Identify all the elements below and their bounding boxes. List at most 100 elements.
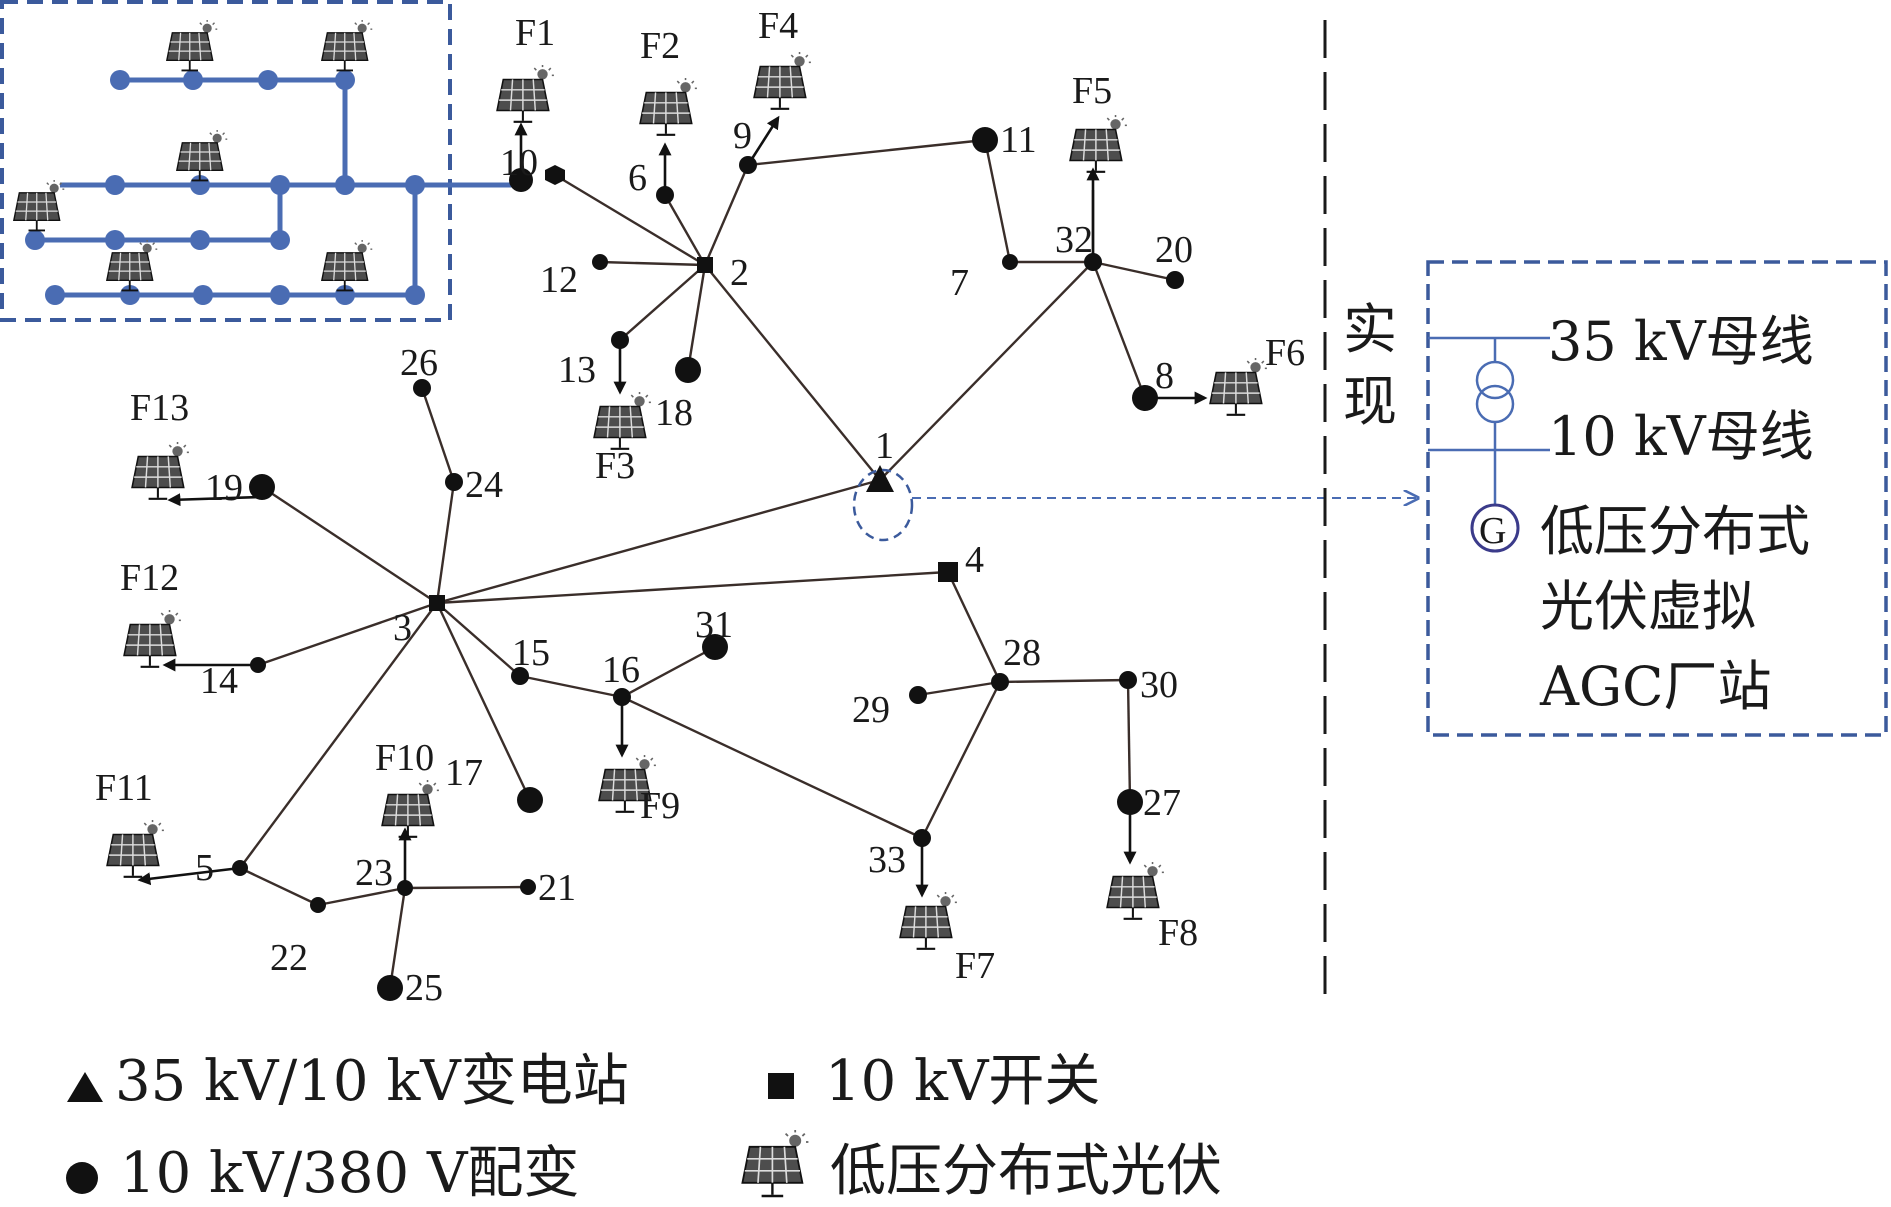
node-label: 8 bbox=[1155, 355, 1174, 397]
node-label: 19 bbox=[205, 467, 243, 509]
node-label: 14 bbox=[200, 660, 238, 702]
node-5 bbox=[232, 860, 248, 876]
pv-label: F2 bbox=[640, 25, 680, 67]
pv-F8-icon bbox=[1106, 862, 1165, 920]
node-label: 13 bbox=[558, 349, 596, 391]
pv-F5-icon bbox=[1069, 115, 1128, 173]
switch-node-10b bbox=[545, 165, 565, 185]
node-label: 33 bbox=[868, 839, 906, 881]
generator-symbol bbox=[1470, 503, 1520, 553]
pv-label: F9 bbox=[640, 785, 680, 827]
node-label: 6 bbox=[628, 157, 647, 199]
nodes bbox=[232, 127, 1184, 1001]
legend-switch-label: 10 kV开关 bbox=[825, 1049, 1100, 1114]
legend-switch-symbol bbox=[768, 1073, 794, 1099]
transformer-symbol bbox=[1475, 360, 1515, 400]
node-9 bbox=[739, 156, 757, 174]
node-12 bbox=[592, 254, 608, 270]
lv-pv-icon bbox=[175, 130, 229, 182]
bus-10kv-label: 10 kV母线 bbox=[1548, 405, 1814, 468]
lv-pv-icon bbox=[320, 20, 374, 72]
substation-highlight bbox=[852, 468, 914, 542]
lv-pv-icon bbox=[165, 20, 219, 72]
pv-label: F1 bbox=[515, 12, 555, 54]
node-label: 16 bbox=[602, 649, 640, 691]
virtual-agc-plant-box: G 35 kV母线 10 kV母线 低压分布式 光伏虚拟 AGC厂站 bbox=[1426, 260, 1888, 737]
node-24 bbox=[445, 473, 463, 491]
pv-label: F10 bbox=[375, 737, 434, 779]
generator-letter: G bbox=[1479, 510, 1506, 552]
node-6 bbox=[656, 186, 674, 204]
node-32 bbox=[1084, 253, 1102, 271]
node-label: 22 bbox=[270, 937, 308, 979]
node-22 bbox=[310, 897, 326, 913]
node-27 bbox=[1117, 789, 1143, 815]
node-28 bbox=[991, 673, 1009, 691]
node-label: 26 bbox=[400, 342, 438, 384]
substation-node-1 bbox=[866, 465, 894, 492]
switch-node-4 bbox=[938, 562, 958, 582]
node-11 bbox=[972, 127, 998, 153]
node-label: 29 bbox=[852, 689, 890, 731]
node-17 bbox=[517, 787, 543, 813]
pv-label: F6 bbox=[1265, 332, 1305, 374]
legend-pv-label: 低压分布式光伏 bbox=[830, 1139, 1222, 1204]
node-label: 17 bbox=[445, 752, 483, 794]
realize-text-1: 实 bbox=[1343, 298, 1397, 361]
node-label: 28 bbox=[1003, 632, 1041, 674]
node-25 bbox=[377, 975, 403, 1001]
network-edges bbox=[239, 138, 1176, 989]
node-18 bbox=[675, 357, 701, 383]
switch-node-2 bbox=[697, 257, 713, 273]
pv-labels: F1 F2 F3 F4 F5 F6 F7 F8 F9 F10 F11 F12 F… bbox=[95, 5, 1305, 987]
pv-label: F12 bbox=[120, 557, 179, 599]
node-label: 10 bbox=[500, 142, 538, 184]
node-14 bbox=[250, 657, 266, 673]
legend-transformer-symbol bbox=[66, 1162, 98, 1194]
node-label: 9 bbox=[733, 115, 752, 157]
pv-F4-icon bbox=[753, 52, 812, 110]
node-7 bbox=[1002, 254, 1018, 270]
node-13 bbox=[611, 331, 629, 349]
node-31 bbox=[702, 634, 728, 660]
node-16 bbox=[613, 688, 631, 706]
pv-label: F13 bbox=[130, 387, 189, 429]
legend-transformer-label: 10 kV/380 V配变 bbox=[120, 1141, 579, 1206]
node-labels: 1 2 3 4 5 6 7 8 9 10 11 12 13 14 15 16 1… bbox=[195, 115, 1193, 1009]
pv-F7-icon bbox=[899, 892, 958, 950]
node-21 bbox=[520, 879, 536, 895]
node-29 bbox=[909, 686, 927, 704]
pv-F6-icon bbox=[1209, 358, 1268, 416]
node-26 bbox=[413, 379, 431, 397]
node-label: 7 bbox=[950, 262, 969, 304]
node-label: 12 bbox=[540, 259, 578, 301]
pv-F3-icon bbox=[593, 392, 652, 450]
node-label: 31 bbox=[695, 604, 733, 646]
node-15 bbox=[511, 667, 529, 685]
lv-network-detail bbox=[0, 0, 520, 322]
node-label: 15 bbox=[512, 632, 550, 674]
pv-F13-icon bbox=[131, 442, 190, 500]
bus-35kv-label: 35 kV母线 bbox=[1548, 310, 1814, 373]
node-label: 21 bbox=[538, 867, 576, 909]
node-label: 25 bbox=[405, 967, 443, 1009]
lv-pv-icon bbox=[12, 180, 66, 232]
legend: 35 kV/10 kV变电站 10 kV开关 10 kV/380 V配变 低压分… bbox=[66, 1049, 1222, 1206]
node-label: 24 bbox=[465, 464, 503, 506]
pv-label: F5 bbox=[1072, 70, 1112, 112]
pv-label: F11 bbox=[95, 767, 153, 809]
node-30 bbox=[1119, 671, 1137, 689]
node-label: 18 bbox=[655, 392, 693, 434]
realize-text-2: 现 bbox=[1343, 370, 1397, 433]
node-23 bbox=[397, 880, 413, 896]
pv-label: F4 bbox=[758, 5, 798, 47]
pv-arrows bbox=[137, 115, 1208, 898]
pv-F2-icon bbox=[639, 78, 698, 136]
node-label: 23 bbox=[355, 852, 393, 894]
node-label: 3 bbox=[393, 607, 412, 649]
pv-label: F7 bbox=[955, 945, 995, 987]
node-33 bbox=[913, 829, 931, 847]
pv-label: F8 bbox=[1158, 912, 1198, 954]
node-label: 5 bbox=[195, 847, 214, 889]
